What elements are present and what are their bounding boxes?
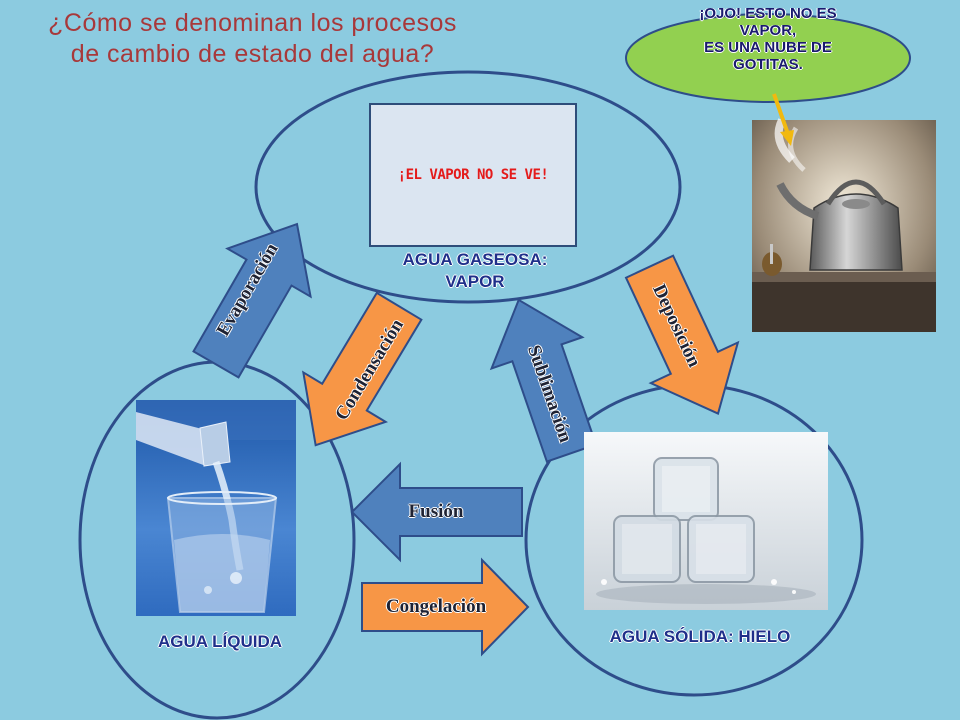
title-line-2: de cambio de estado del agua? [70, 40, 435, 68]
ice-cubes-image [584, 432, 828, 610]
warning-bubble-text: ¡OJO! ESTO NO ES VAPOR, ES UNA NUBE DE G… [632, 5, 904, 73]
warning-line-3: ES UNA NUBE DE [704, 39, 832, 56]
vapor-invisible-note-text: ¡EL VAPOR NO SE VE! [397, 167, 549, 183]
warning-line-1: ¡OJO! ESTO NO ES [699, 5, 837, 22]
gas-state-label-line-2: VAPOR [445, 272, 505, 291]
gas-state-label-line-1: AGUA GASEOSA: [402, 250, 548, 269]
warning-line-4: GOTITAS. [733, 56, 803, 73]
vapor-invisible-note: ¡EL VAPOR NO SE VE! [369, 103, 577, 247]
liquid-state-label: AGUA LÍQUIDA [157, 632, 283, 651]
title-line-1: ¿Cómo se denominan los procesos [48, 9, 457, 37]
water-pouring-into-glass-image [136, 400, 296, 616]
evaporation-arrow [192, 222, 312, 379]
deposition-arrow [624, 254, 740, 415]
freezing-arrow [361, 557, 530, 657]
steaming-kettle-image [752, 118, 936, 332]
warning-bubble [625, 13, 911, 103]
condensation-arrow [301, 291, 423, 447]
page-title: ¿Cómo se denominan los procesos de cambi… [0, 8, 505, 70]
fusion-label: Fusión [408, 501, 464, 522]
solid-state-label: AGUA SÓLIDA: HIELO [609, 627, 791, 646]
gas-state-label: AGUA GASEOSA: VAPOR [360, 249, 590, 293]
freezing-label: Congelación [385, 596, 487, 617]
fusion-arrow [350, 461, 523, 563]
warning-pointer-arrow [772, 93, 794, 146]
sublimation-arrow [489, 298, 598, 463]
warning-line-2: VAPOR, [739, 22, 797, 39]
